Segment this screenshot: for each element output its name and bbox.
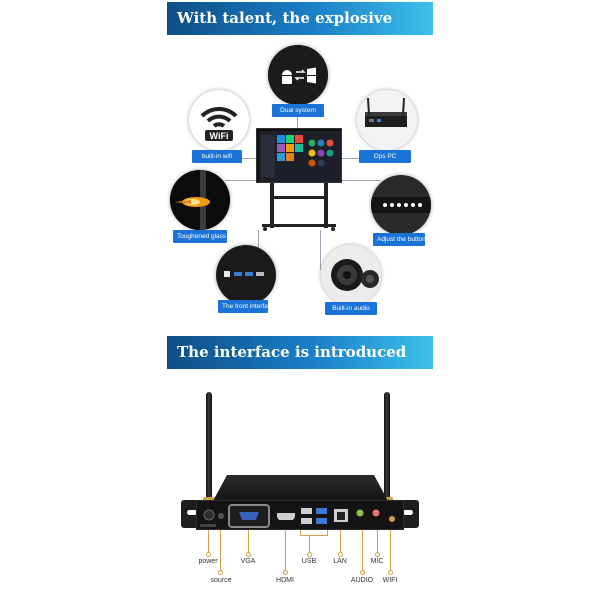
leader-dot xyxy=(375,552,380,557)
leader-line xyxy=(390,530,391,572)
leader-dot xyxy=(206,552,211,557)
stand-left-post xyxy=(270,183,274,228)
ops-pc-label: Ops PC xyxy=(359,150,411,163)
wifi-icon-text: WiFi xyxy=(210,131,229,141)
built-in-audio-circle xyxy=(321,245,381,305)
front-ports-icon xyxy=(216,245,276,305)
usb-port-icon[interactable] xyxy=(301,508,312,514)
leader-dot xyxy=(283,570,288,575)
leader-line xyxy=(362,530,363,572)
wifi-connector-icon xyxy=(389,516,395,522)
audio-jack-icon[interactable] xyxy=(356,509,364,517)
stand-right-post xyxy=(324,183,328,228)
leader-line xyxy=(285,530,286,572)
front-interface-label: The front interface xyxy=(218,300,275,313)
ops-chassis-top xyxy=(213,475,388,501)
port-label-audio: AUDIO xyxy=(350,577,374,584)
wifi-icon: WiFi xyxy=(200,106,238,141)
usb-port-icon[interactable] xyxy=(301,518,312,524)
port-label-vga: VGA xyxy=(240,558,256,565)
front-interface-circle xyxy=(216,245,276,305)
ops-pc-circle xyxy=(357,90,417,150)
leader-line xyxy=(340,530,341,552)
vga-port-icon[interactable] xyxy=(239,512,259,520)
toughened-glass-circle xyxy=(170,170,230,230)
button-panel-icon xyxy=(371,175,431,235)
connector-line xyxy=(297,112,298,128)
display-screen-icon xyxy=(259,131,341,182)
stand-wheel xyxy=(331,227,335,231)
leader-dot xyxy=(338,552,343,557)
bullet-icon xyxy=(170,170,230,230)
mount-hole xyxy=(403,510,413,515)
leader-dot xyxy=(307,552,312,557)
port-label-wifi: WIFI xyxy=(382,577,398,584)
connector-line xyxy=(341,158,371,159)
stand-shelf xyxy=(270,196,328,199)
android-windows-icon xyxy=(268,45,328,105)
leader-line xyxy=(248,530,249,552)
power-button-icon[interactable] xyxy=(203,509,215,521)
left-antenna xyxy=(206,392,212,502)
stand-wheel xyxy=(263,227,267,231)
leader-line xyxy=(377,530,378,552)
connector-line xyxy=(225,180,260,181)
usb-port-icon[interactable] xyxy=(316,508,327,514)
port-label-power: power xyxy=(198,558,218,565)
leader-dot xyxy=(246,552,251,557)
port-label-lan: LAN xyxy=(333,558,347,565)
mic-jack-icon[interactable] xyxy=(372,509,380,517)
port-label-hdmi: HDMI xyxy=(276,577,294,584)
leader-line xyxy=(208,530,209,552)
port-label-source: source xyxy=(210,577,232,584)
leader-dot xyxy=(388,570,393,575)
toughened-glass-label: Toughened glass xyxy=(173,230,227,243)
wifi-circle: WiFi xyxy=(189,90,249,150)
touch-display xyxy=(256,128,342,183)
leader-line xyxy=(220,530,221,572)
speaker-icon xyxy=(321,245,381,305)
ops-pc-icon xyxy=(357,90,417,150)
mount-hole xyxy=(187,510,197,515)
usb-port-icon[interactable] xyxy=(316,518,327,524)
leader-dot xyxy=(360,570,365,575)
port-label-mic: MIC xyxy=(370,558,384,565)
dual-system-label: Dual system xyxy=(272,104,324,117)
port-label-usb: USB xyxy=(301,558,317,565)
built-in-audio-label: Built-in audio xyxy=(325,302,377,315)
adjust-button-circle xyxy=(371,175,431,235)
ops-front-panel xyxy=(196,500,404,530)
adjust-button-label: Adjust the button xyxy=(373,233,426,246)
leader-line xyxy=(309,536,310,553)
usb-bracket xyxy=(300,530,328,536)
leader-dot xyxy=(218,570,223,575)
hdmi-port-icon[interactable] xyxy=(277,513,295,520)
connector-line xyxy=(341,180,381,181)
right-antenna xyxy=(384,392,390,502)
stand-base xyxy=(262,224,336,227)
source-button-icon[interactable] xyxy=(218,513,224,519)
connector-line xyxy=(320,230,321,270)
dual-system-circle xyxy=(268,45,328,105)
section-title-explosive: With talent, the explosive xyxy=(167,2,433,35)
front-panel-ports xyxy=(200,504,395,528)
wifi-label: built-in wifi xyxy=(192,150,242,163)
section-title-interface: The interface is introduced xyxy=(167,336,433,369)
